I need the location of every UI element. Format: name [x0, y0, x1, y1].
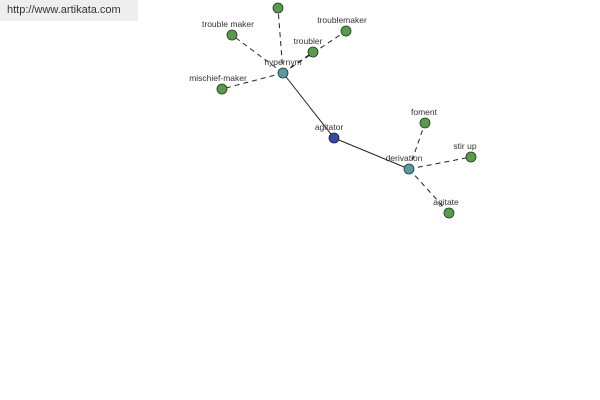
- label-stir-up: stir up: [453, 141, 476, 151]
- edge-hypernym-mischief-maker: [221, 72, 284, 90]
- node-troubler[interactable]: [307, 46, 319, 58]
- label-hypernym: hypernym: [264, 57, 301, 67]
- label-foment: foment: [411, 107, 438, 117]
- node-agitate[interactable]: [443, 207, 455, 219]
- edge-hypernym-troubler: [282, 51, 314, 74]
- node-trouble-maker[interactable]: [226, 29, 238, 41]
- edge-derivation-stir-up: [408, 156, 472, 170]
- edge-derivation-foment: [408, 122, 426, 170]
- edge-center-derivation: [333, 137, 410, 170]
- node-troublemaker[interactable]: [340, 25, 352, 37]
- source-url-banner[interactable]: http://www.artikata.com: [0, 0, 138, 21]
- edge-derivation-agitate: [408, 168, 450, 214]
- label-mischief-maker: mischief-maker: [189, 73, 247, 83]
- node-unlabeled[interactable]: [272, 2, 284, 14]
- node-mischief-maker[interactable]: [216, 83, 228, 95]
- label-troublemaker: troublemaker: [317, 15, 367, 25]
- node-hypernym[interactable]: [277, 67, 289, 79]
- node-stir-up[interactable]: [465, 151, 477, 163]
- label-derivation: derivation: [386, 153, 423, 163]
- node-derivation[interactable]: [403, 163, 415, 175]
- node-labels: trouble maker troublemaker troubler misc…: [189, 15, 477, 207]
- edge-center-hypernym: [282, 72, 335, 139]
- label-agitator: agitator: [315, 122, 344, 132]
- label-troubler: troubler: [294, 36, 323, 46]
- graph-nodes: [216, 2, 477, 219]
- edge-hypernym-unlabeled: [277, 7, 284, 74]
- label-agitate: agitate: [433, 197, 459, 207]
- label-trouble-maker: trouble maker: [202, 19, 254, 29]
- node-agitator[interactable]: [328, 132, 340, 144]
- graph-edges: [221, 7, 472, 214]
- node-foment[interactable]: [419, 117, 431, 129]
- edge-hypernym-trouble-maker: [231, 34, 284, 74]
